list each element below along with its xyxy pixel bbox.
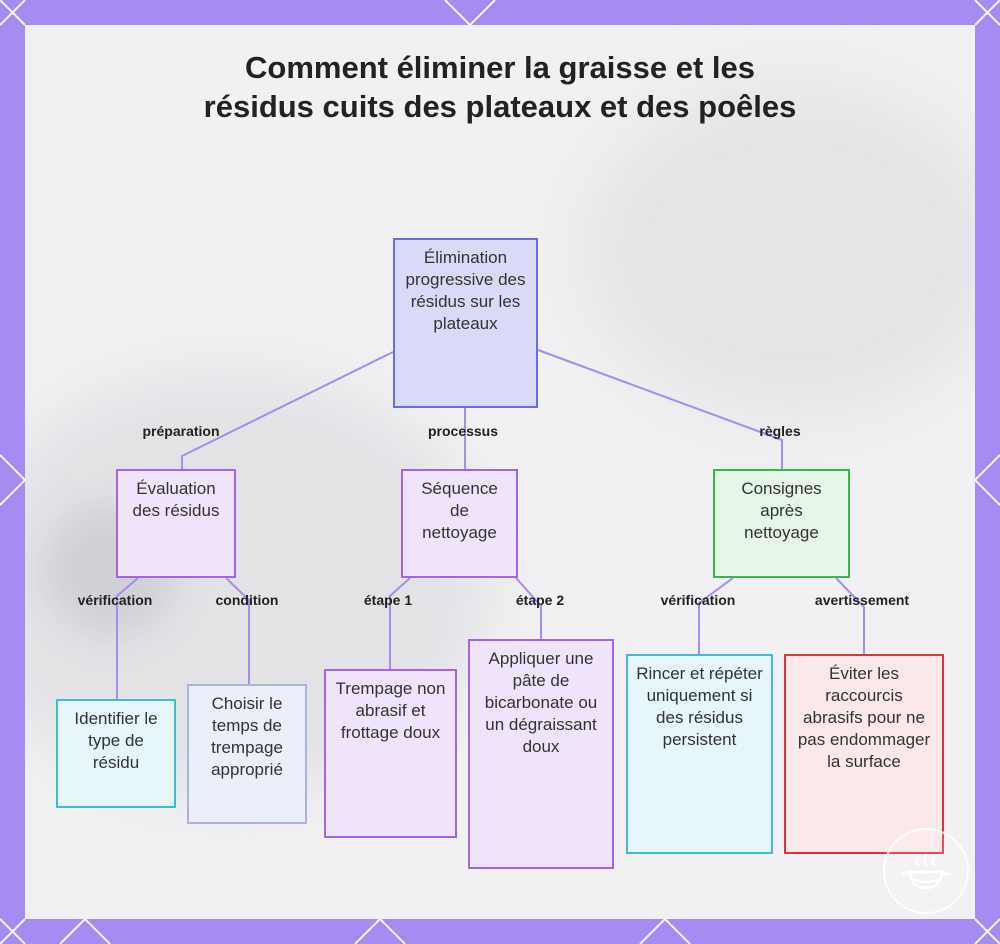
- background-blur-shape: [585, 85, 975, 415]
- node-consignes: Consignes après nettoyage: [713, 469, 850, 578]
- connector-consignes-rincer: [698, 577, 734, 654]
- connector-root-regles: [537, 349, 783, 469]
- edge-label-processus: processus: [427, 423, 499, 439]
- diagram-title: Comment éliminer la graisse et les résid…: [203, 50, 797, 124]
- connector-evaluation-choisir: [225, 577, 250, 684]
- connector-evaluation-identifier: [116, 577, 139, 699]
- edge-label-etape-1: étape 1: [363, 592, 413, 608]
- root-node: Élimination progressive des résidus sur …: [393, 238, 538, 408]
- connector-consignes-eviter: [835, 577, 865, 654]
- node-choisir: Choisir le temps de trempage approprié: [187, 684, 307, 824]
- edge-label-verification: vérification: [77, 592, 153, 608]
- edge-label-verification: vérification: [660, 592, 736, 608]
- edge-label-regles: règles: [759, 423, 801, 439]
- node-sequence: Séquence de nettoyage: [401, 469, 518, 578]
- cooking-pot-logo-icon: [883, 828, 969, 914]
- node-eviter: Éviter les raccourcis abrasifs pour ne p…: [784, 654, 944, 854]
- edge-label-etape-2: étape 2: [515, 592, 565, 608]
- node-identifier: Identifier le type de résidu: [56, 699, 176, 808]
- connector-root-preparation: [181, 351, 394, 469]
- node-evaluation: Évaluation des résidus: [116, 469, 236, 578]
- edge-label-avertissement: avertissement: [814, 592, 910, 608]
- node-appliquer: Appliquer une pâte de bicarbonate ou un …: [468, 639, 614, 869]
- edge-label-preparation: préparation: [142, 423, 220, 439]
- connector-sequence-trempage: [389, 577, 411, 669]
- node-rincer: Rincer et répéter uniquement si des rési…: [626, 654, 773, 854]
- edge-label-condition: condition: [215, 592, 279, 608]
- node-trempage: Trempage non abrasif et frottage doux: [324, 669, 457, 838]
- connector-sequence-appliquer: [515, 577, 542, 639]
